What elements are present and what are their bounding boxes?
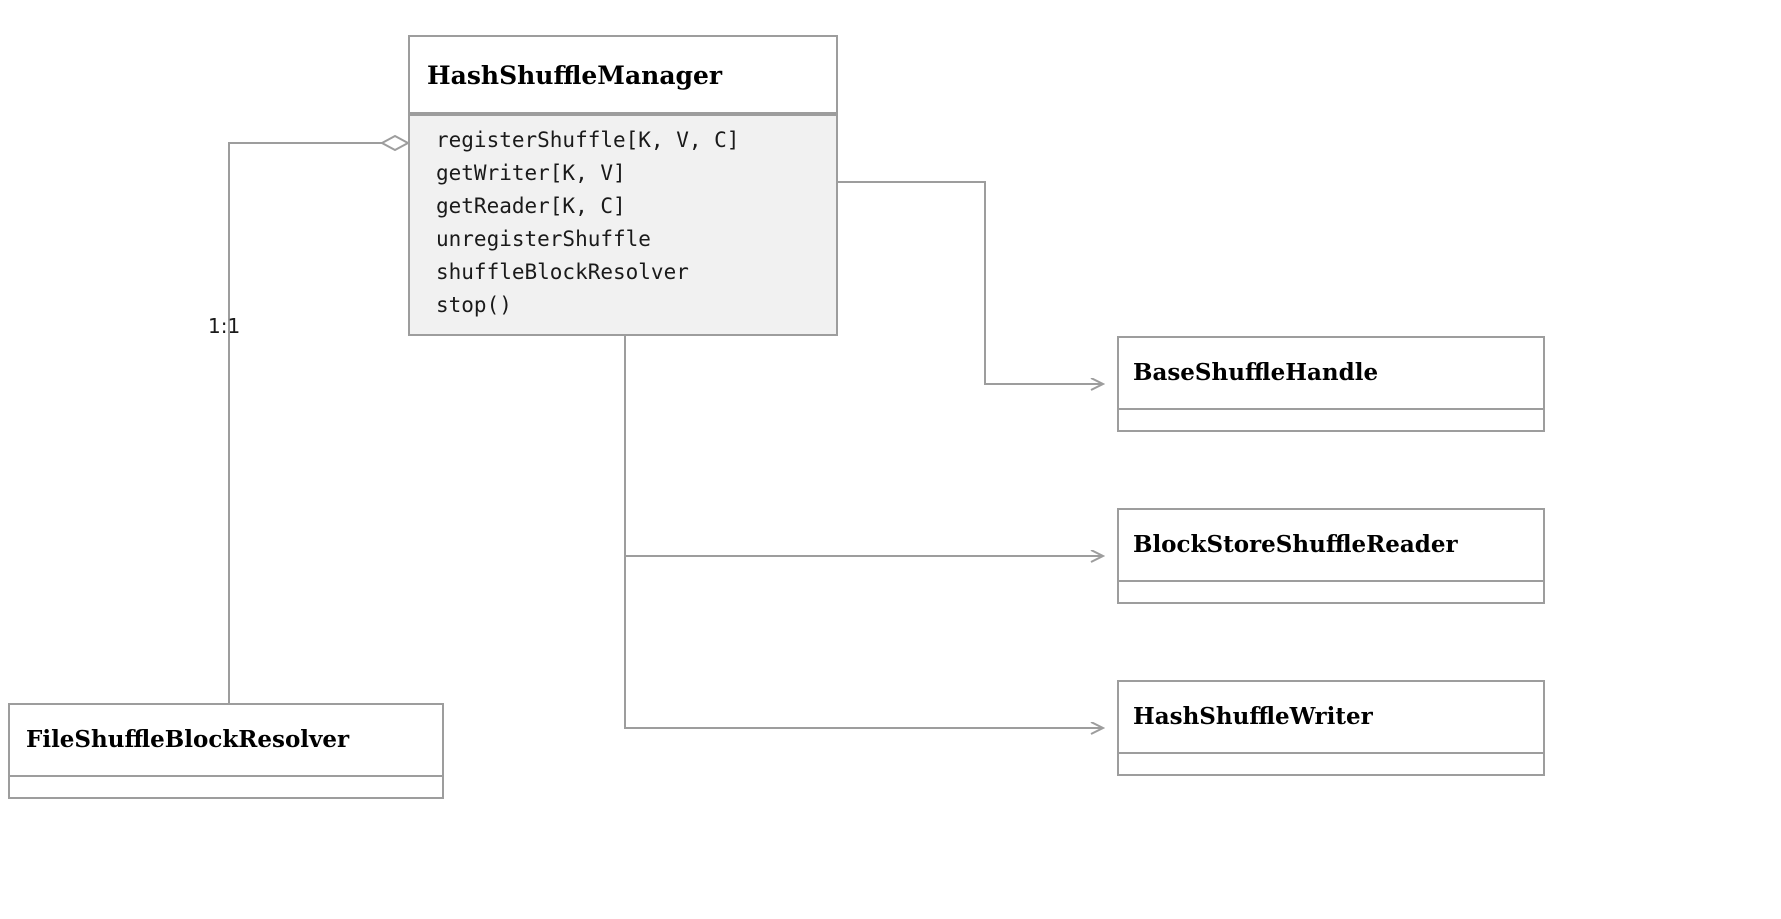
aggregation-diamond-icon [379, 134, 411, 152]
edge-to-base-shuffle-handle [838, 181, 1103, 384]
class-title-file-shuffle-block-resolver: FileShuffleBlockResolver [26, 726, 350, 753]
class-title-base-shuffle-handle: BaseShuffleHandle [1133, 359, 1379, 386]
class-member-row: stop() [436, 293, 512, 317]
class-members-block-store-shuffle-reader [1119, 580, 1543, 602]
edge-to-block-store-shuffle-reader [624, 336, 1103, 556]
edge-aggregation-file-shuffle-block-resolver [228, 134, 411, 703]
class-member-row: getReader[K, C] [436, 194, 626, 218]
class-member-row: shuffleBlockResolver [436, 260, 689, 284]
class-members-base-shuffle-handle [1119, 408, 1543, 430]
class-members-hash-shuffle-writer [1119, 752, 1543, 774]
class-box-base-shuffle-handle[interactable]: BaseShuffleHandle [1117, 336, 1545, 432]
class-title-hash-shuffle-writer: HashShuffleWriter [1133, 703, 1373, 730]
edge-to-hash-shuffle-writer [624, 336, 1103, 728]
class-title-hash-shuffle-manager: HashShuffleManager [410, 37, 836, 114]
class-box-block-store-shuffle-reader[interactable]: BlockStoreShuffleReader [1117, 508, 1545, 604]
class-box-file-shuffle-block-resolver[interactable]: FileShuffleBlockResolver [8, 703, 444, 799]
class-member-row: registerShuffle[K, V, C] [436, 128, 740, 152]
class-member-row: unregisterShuffle [436, 227, 651, 251]
class-member-row: getWriter[K, V] [436, 161, 626, 185]
class-box-hash-shuffle-writer[interactable]: HashShuffleWriter [1117, 680, 1545, 776]
class-members-hash-shuffle-manager: registerShuffle[K, V, C] getWriter[K, V]… [410, 114, 836, 332]
class-title-block-store-shuffle-reader: BlockStoreShuffleReader [1133, 531, 1458, 558]
class-box-hash-shuffle-manager[interactable]: HashShuffleManager registerShuffle[K, V,… [408, 35, 838, 336]
edge-multiplicity-label: 1:1 [208, 314, 241, 338]
class-members-file-shuffle-block-resolver [10, 775, 442, 797]
